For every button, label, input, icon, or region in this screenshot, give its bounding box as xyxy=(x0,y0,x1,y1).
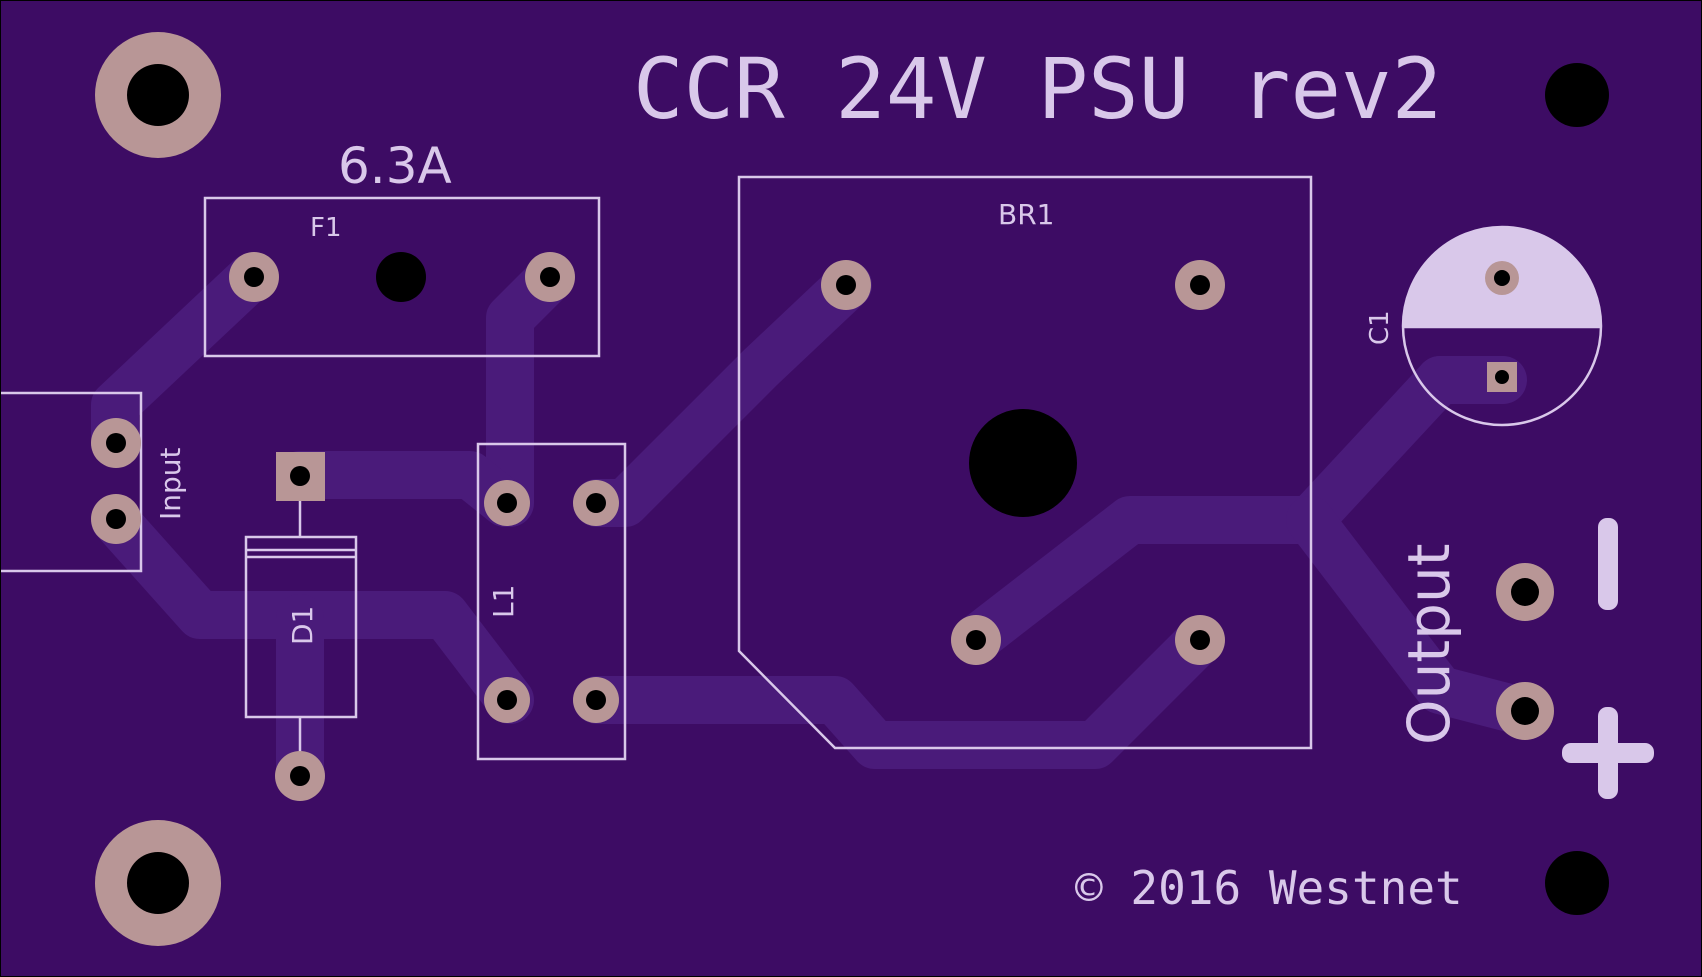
input-pad-2 xyxy=(91,494,141,544)
bridge-rectifier-br1: BR1 xyxy=(737,175,1313,750)
bridge-designator: BR1 xyxy=(998,198,1054,231)
fuse-center-drill xyxy=(376,252,426,302)
diode-designator: D1 xyxy=(286,606,319,645)
inductor-pad-4 xyxy=(573,677,619,723)
inductor-l1: L1 xyxy=(476,442,627,761)
trace-diode-to-inductor xyxy=(276,451,529,527)
bridge-pad-1 xyxy=(821,260,871,310)
inductor-pad-1 xyxy=(484,480,530,526)
capacitor-pad-1 xyxy=(1485,261,1519,295)
fuse-designator: F1 xyxy=(310,213,342,243)
mounting-hole-bottom-left xyxy=(95,820,221,946)
board-title: CCR 24V PSU rev2 xyxy=(633,40,1442,138)
fuse-rating-label: 6.3A xyxy=(338,137,452,195)
inductor-designator: L1 xyxy=(487,585,520,618)
bridge-pad-2 xyxy=(1175,260,1225,310)
output-connector: Output xyxy=(1395,518,1654,799)
fuse-pad-2 xyxy=(525,252,575,302)
bridge-pad-4 xyxy=(1175,615,1225,665)
input-label: Input xyxy=(154,447,187,520)
bridge-outline xyxy=(737,175,1313,750)
inductor-outline xyxy=(476,442,627,761)
input-pad-1 xyxy=(91,418,141,468)
diode-pad-2 xyxy=(275,751,325,801)
capacitor-square-drill xyxy=(1495,370,1509,384)
plus-sign xyxy=(1562,707,1654,799)
fuse-pad-1 xyxy=(229,252,279,302)
trace-bridge-to-output xyxy=(1286,496,1549,736)
diode-square-drill xyxy=(290,466,310,486)
bridge-pad-3 xyxy=(951,615,1001,665)
inductor-pad-2 xyxy=(573,480,619,526)
drill-hole-bottom-right xyxy=(1545,851,1609,915)
output-pad-minus xyxy=(1496,563,1554,621)
output-pad-plus xyxy=(1496,682,1554,740)
bridge-center-drill xyxy=(969,409,1077,517)
trace-bridge-to-cap xyxy=(951,356,1464,664)
mounting-hole-top-left xyxy=(95,32,221,158)
diode-d1: D1 xyxy=(244,452,358,801)
input-connector-outline xyxy=(1,391,143,573)
minus-sign xyxy=(1598,518,1618,610)
drill-hole-top-right xyxy=(1545,63,1609,127)
copyright-notice: © 2016 Westnet xyxy=(1075,861,1463,915)
fuse-f1: 6.3A F1 xyxy=(203,137,601,358)
capacitor-designator: C1 xyxy=(1365,310,1395,345)
output-label: Output xyxy=(1395,544,1463,745)
trace-inductor-to-bridge-bottom xyxy=(573,616,1224,769)
capacitor-c1: C1 xyxy=(1365,225,1603,427)
inductor-pad-3 xyxy=(484,677,530,723)
input-connector: Input xyxy=(1,391,187,573)
fuse-outline xyxy=(203,196,601,358)
mounting-holes xyxy=(95,32,1609,946)
